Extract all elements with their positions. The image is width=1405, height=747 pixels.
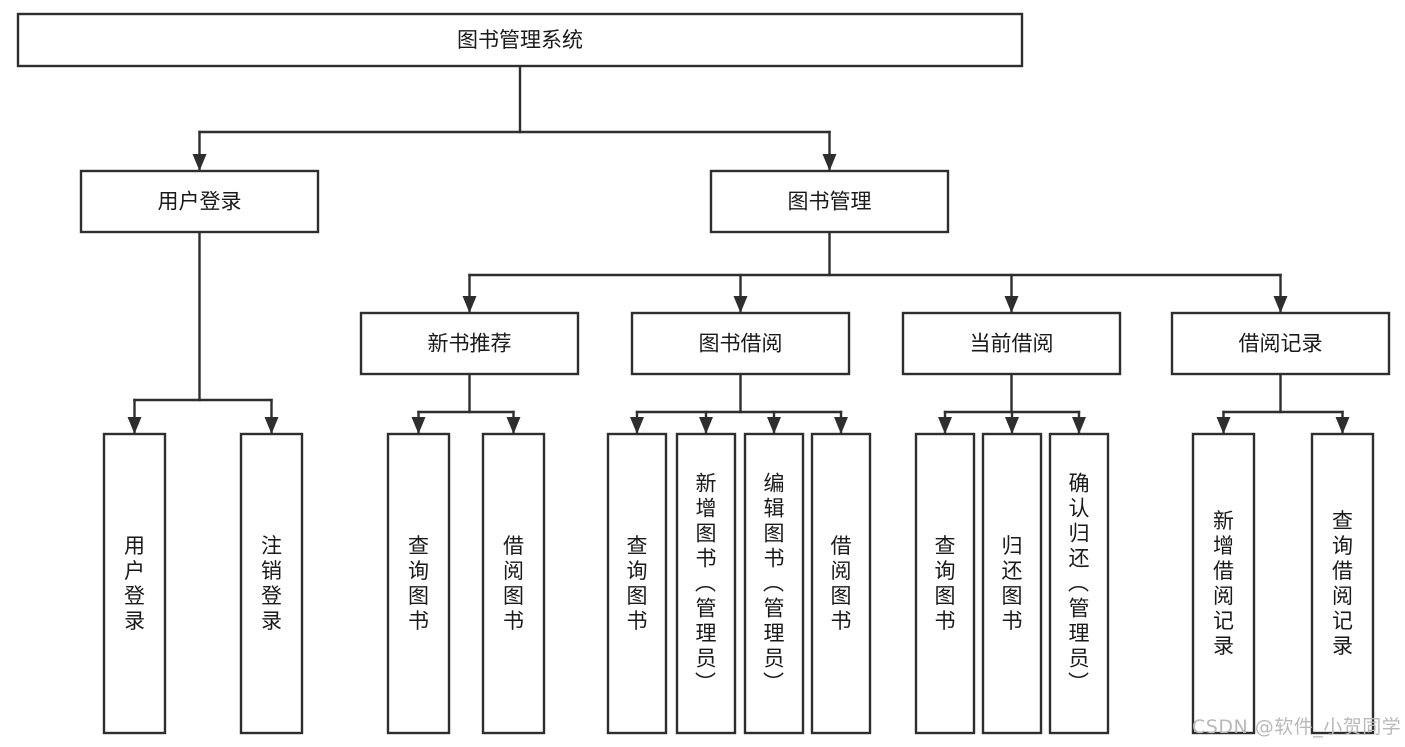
node-leaf-add-borrow-record[interactable]: 新增借阅记录 [1191, 432, 1256, 735]
node-new-book-recommend-label: 新书推荐 [428, 332, 512, 356]
arrowhead-icon [1004, 296, 1019, 313]
node-user-login[interactable]: 用户登录 [79, 169, 320, 234]
arrowhead-icon [1005, 417, 1019, 434]
node-user-login-label: 用户登录 [158, 190, 242, 214]
arrowhead-icon [767, 417, 781, 434]
node-current-borrow-box[interactable] [901, 311, 1122, 376]
node-leaf-borrow-book-recommend-label: 借阅图书 [503, 534, 524, 633]
node-leaf-query-book-current-label: 查询图书 [935, 534, 956, 633]
node-book-borrow-label: 图书借阅 [699, 332, 783, 356]
node-leaf-borrow-book-recommend[interactable]: 借阅图书 [481, 432, 546, 735]
node-leaf-user-login-box[interactable] [102, 432, 167, 735]
node-leaf-logout-label: 注销登录 [261, 534, 282, 633]
node-new-book-recommend-box[interactable] [359, 311, 580, 376]
node-leaf-return-book[interactable]: 归还图书 [981, 432, 1043, 735]
node-borrow-record-label: 借阅记录 [1239, 332, 1323, 356]
node-leaf-add-borrow-record-label: 新增借阅记录 [1213, 509, 1234, 658]
node-leaf-logout-box[interactable] [239, 432, 304, 735]
node-book-borrow-box[interactable] [630, 311, 851, 376]
node-leaf-confirm-return-box[interactable] [1048, 432, 1110, 735]
node-leaf-add-book-box[interactable] [675, 432, 737, 735]
node-root-root[interactable]: 图书管理系统 [16, 12, 1024, 68]
arrowhead-icon [699, 417, 713, 434]
node-leaf-query-book-recommend-box[interactable] [386, 432, 451, 735]
node-borrow-record-box[interactable] [1170, 311, 1391, 376]
arrowhead-icon [1335, 417, 1350, 434]
node-book-management[interactable]: 图书管理 [709, 169, 950, 234]
node-root-root-label: 图书管理系统 [457, 28, 583, 52]
node-new-book-recommend[interactable]: 新书推荐 [359, 311, 580, 376]
node-leaf-query-book-borrow[interactable]: 查询图书 [606, 432, 668, 735]
arrowhead-icon [264, 417, 279, 434]
node-leaf-query-book-recommend[interactable]: 查询图书 [386, 432, 451, 735]
node-root-root-box[interactable] [16, 12, 1024, 68]
arrowhead-icon [411, 417, 426, 434]
node-leaf-edit-book[interactable]: 编辑图书（管理员） [743, 432, 805, 735]
node-leaf-add-book[interactable]: 新增图书（管理员） [675, 432, 737, 735]
node-leaf-add-borrow-record-box[interactable] [1191, 432, 1256, 735]
node-borrow-record[interactable]: 借阅记录 [1170, 311, 1391, 376]
connector-layer [127, 64, 1350, 436]
arrowhead-icon [834, 417, 848, 434]
node-current-borrow-label: 当前借阅 [970, 332, 1054, 356]
node-leaf-return-book-label: 归还图书 [1002, 534, 1023, 633]
arrowhead-icon [630, 417, 644, 434]
node-leaf-add-book-label: 新增图书（管理员） [695, 472, 717, 696]
arrowhead-icon [1072, 417, 1086, 434]
node-leaf-query-book-borrow-box[interactable] [606, 432, 668, 735]
arrowhead-icon [733, 296, 748, 313]
node-leaf-logout[interactable]: 注销登录 [239, 432, 304, 735]
node-user-login-box[interactable] [79, 169, 320, 234]
arrowhead-icon [1273, 296, 1288, 313]
arrowhead-icon [1216, 417, 1231, 434]
arrowhead-icon [127, 417, 142, 434]
node-leaf-query-borrow-record-label: 查询借阅记录 [1332, 509, 1353, 658]
node-leaf-edit-book-label: 编辑图书（管理员） [763, 472, 785, 696]
csdn-watermark: CSDN @软件_小贺同学 [1192, 716, 1402, 738]
node-leaf-query-book-current-box[interactable] [914, 432, 976, 735]
node-leaf-borrow-book-recommend-box[interactable] [481, 432, 546, 735]
node-book-management-box[interactable] [709, 169, 950, 234]
node-leaf-borrow-book[interactable]: 借阅图书 [810, 432, 872, 735]
arrowhead-icon [822, 154, 837, 171]
node-leaf-user-login[interactable]: 用户登录 [102, 432, 167, 735]
node-leaf-confirm-return[interactable]: 确认归还（管理员） [1048, 432, 1110, 735]
arrowhead-icon [938, 417, 952, 434]
node-layer: 图书管理系统用户登录图书管理新书推荐图书借阅当前借阅借阅记录用户登录注销登录查询… [16, 12, 1391, 735]
node-leaf-query-borrow-record[interactable]: 查询借阅记录 [1310, 432, 1375, 735]
node-leaf-query-book-borrow-label: 查询图书 [627, 534, 648, 633]
node-book-management-label: 图书管理 [788, 190, 872, 214]
arrowhead-icon [192, 154, 207, 171]
node-current-borrow[interactable]: 当前借阅 [901, 311, 1122, 376]
arrowhead-icon [462, 296, 477, 313]
node-leaf-edit-book-box[interactable] [743, 432, 805, 735]
node-leaf-confirm-return-label: 确认归还（管理员） [1068, 472, 1090, 696]
node-leaf-user-login-label: 用户登录 [124, 534, 145, 633]
node-leaf-borrow-book-box[interactable] [810, 432, 872, 735]
node-leaf-borrow-book-label: 借阅图书 [831, 534, 852, 633]
arrowhead-icon [506, 417, 521, 434]
node-leaf-query-book-recommend-label: 查询图书 [408, 534, 429, 633]
node-leaf-query-borrow-record-box[interactable] [1310, 432, 1375, 735]
node-leaf-query-book-current[interactable]: 查询图书 [914, 432, 976, 735]
node-book-borrow[interactable]: 图书借阅 [630, 311, 851, 376]
node-leaf-return-book-box[interactable] [981, 432, 1043, 735]
